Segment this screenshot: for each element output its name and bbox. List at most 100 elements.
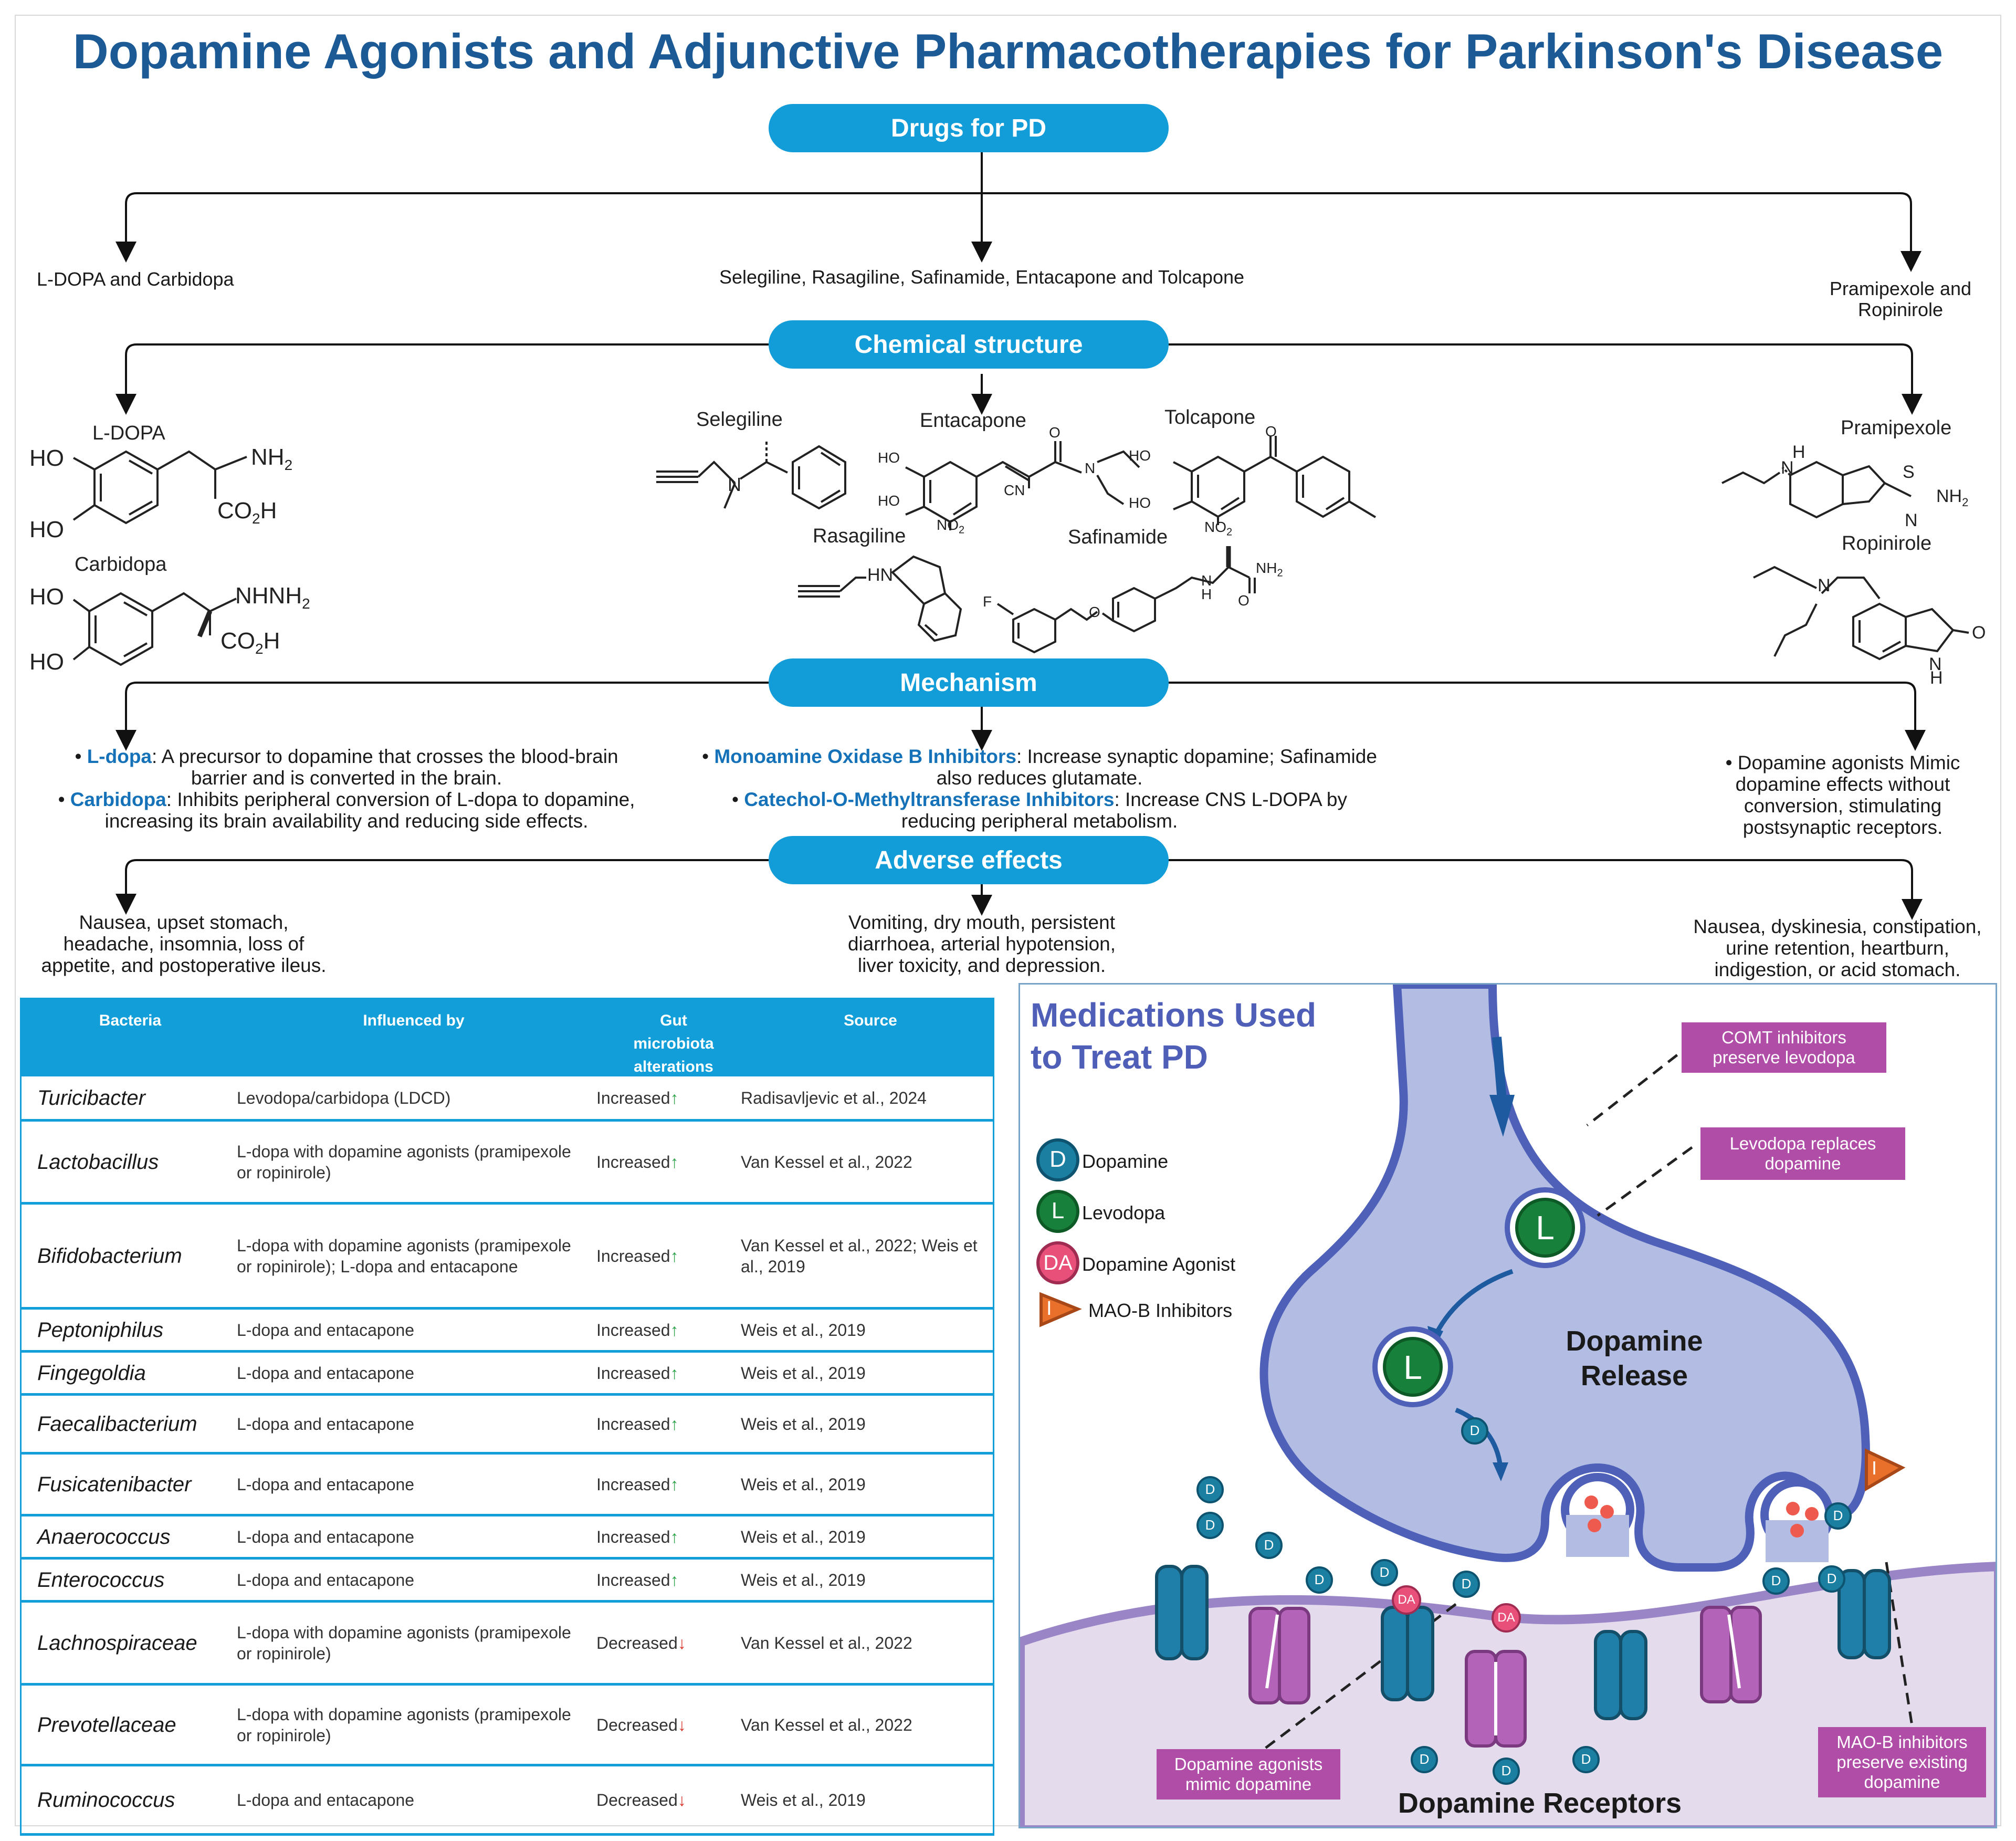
- dopamine-glyph: D: [1205, 1481, 1215, 1497]
- chem-label-ldopa: L-DOPA: [92, 422, 165, 444]
- mech-carbidopa-cont: increasing its brain availability and re…: [104, 810, 589, 832]
- adverse-left-3: appetite, and postoperative ileus.: [41, 955, 327, 976]
- alteration-cell: Increased ↑: [596, 1396, 743, 1452]
- source-cell: Weis et al., 2019: [741, 1560, 988, 1600]
- legend-maob-icon: I: [1046, 1298, 1052, 1320]
- dopamine-glyph: D: [1501, 1763, 1511, 1779]
- th-gut-1: Gut: [660, 1012, 687, 1029]
- chem-label-entacapone: Entacapone: [920, 410, 1026, 432]
- dopamine-glyph: D: [1264, 1537, 1274, 1553]
- pramipexole-nh: NH: [1936, 486, 1962, 506]
- maob-line1: MAO-B inhibitors: [1836, 1732, 1968, 1752]
- arrow-up-icon: ↑: [670, 1246, 679, 1265]
- safinamide-sub2: 2: [1277, 567, 1283, 579]
- safinamide-nh2: NH2: [1256, 560, 1283, 580]
- drugs-right-line1: Pramipexole and: [1829, 278, 1972, 299]
- arrow-down-icon: ↓: [677, 1790, 686, 1809]
- pramipexole-n-ring: N: [1905, 510, 1918, 530]
- mech-comt: • Catechol-O-Methyltransferase Inhibitor…: [732, 789, 1347, 810]
- pramipexole-n: N: [1781, 458, 1794, 478]
- source-cell: Weis et al., 2019: [741, 1516, 988, 1557]
- source-line: Weis et al., 2019: [741, 1570, 866, 1589]
- source-line: Weis et al., 2019: [741, 1527, 866, 1546]
- arrow-up-icon: ↑: [670, 1152, 679, 1171]
- alteration-text: Decreased: [596, 1790, 678, 1809]
- bacteria-name: Enterococcus: [37, 1568, 165, 1592]
- source-line: Van Kessel et al., 2022: [741, 1633, 912, 1652]
- arrow-up-icon: ↑: [670, 1474, 679, 1494]
- influenced-line: L-dopa with dopamine agonists (pramipexo…: [237, 1704, 571, 1724]
- alteration-cell: Increased ↑: [596, 1455, 743, 1514]
- panel-title: Medications Used to Treat PD: [1031, 994, 1316, 1078]
- levodopa-glyph-2: L: [1403, 1348, 1422, 1386]
- entacapone-o: O: [1049, 424, 1060, 441]
- alteration-cell: Increased ↑: [596, 1205, 743, 1307]
- influenced-line: L-dopa and entacapone: [237, 1790, 415, 1809]
- source-line: Weis et al., 2019: [741, 1474, 866, 1494]
- bacteria-cell: Faecalibacterium: [37, 1396, 237, 1452]
- dopamine-glyph: D: [1205, 1517, 1215, 1533]
- maob-glyph: I: [1872, 1457, 1877, 1479]
- carbidopa-co: CO: [220, 628, 255, 654]
- bacteria-cell: Prevotellaceae: [37, 1686, 237, 1764]
- mech-maob-term: Monoamine Oxidase B Inhibitors: [714, 746, 1016, 767]
- bacteria-name: Faecalibacterium: [37, 1412, 197, 1436]
- alteration-text: Increased: [596, 1246, 670, 1265]
- drugs-right-line2: Ropinirole: [1857, 299, 1944, 320]
- legend-dopamine-icon: D: [1049, 1146, 1066, 1172]
- influenced-cell: L-dopa and entacapone: [237, 1516, 594, 1557]
- influenced-cell: L-dopa with dopamine agonists (pramipexo…: [237, 1686, 594, 1764]
- source-line: Van Kessel et al., 2022: [741, 1715, 912, 1734]
- adverse-right-1: Nausea, dyskinesia, constipation,: [1693, 916, 1982, 937]
- ropinirole-o: O: [1972, 623, 1986, 643]
- th-influenced: Influenced by: [363, 1012, 465, 1029]
- dopamine-glyph: D: [1314, 1572, 1325, 1587]
- pill-mechanism: Mechanism: [769, 658, 1169, 707]
- bacteria-cell: Turicibacter: [37, 1076, 237, 1119]
- source-cell: Weis et al., 2019: [741, 1455, 988, 1514]
- safinamide-o-ether: O: [1089, 604, 1100, 620]
- chemical-structures: [72, 436, 1969, 666]
- influenced-line: L-dopa and entacapone: [237, 1570, 415, 1589]
- entacapone-ho-bottom: HO: [878, 493, 900, 509]
- figure-title: Dopamine Agonists and Adjunctive Pharmac…: [72, 24, 1944, 79]
- chem-label-ropinirole: Ropinirole: [1842, 532, 1932, 555]
- alteration-cell: Decreased ↓: [596, 1686, 743, 1764]
- arrow-up-icon: ↑: [670, 1088, 679, 1107]
- mech-carbidopa-term: Carbidopa: [70, 789, 166, 810]
- source-cell: Radisavljevic et al., 2024: [741, 1076, 988, 1119]
- dopamine-glyph: D: [1469, 1422, 1480, 1438]
- ropinirole-h: H: [1930, 668, 1943, 688]
- mech-ldopa: • L-dopa: A precursor to dopamine that c…: [75, 746, 618, 767]
- microbiota-table: Bacteria Influenced by Gut microbiota al…: [20, 998, 994, 1836]
- safinamide-f: F: [983, 593, 992, 610]
- alteration-text: Increased: [596, 1527, 670, 1546]
- carbidopa-sub2: 2: [302, 595, 310, 612]
- ldopa-nh2: NH2: [251, 444, 292, 474]
- levodopa-glyph-1: L: [1536, 1209, 1555, 1247]
- entacapone-ho-top: HO: [878, 449, 900, 466]
- levo-line2: dopamine: [1765, 1154, 1841, 1173]
- dopamine-glyph: D: [1461, 1576, 1472, 1592]
- arrow-up-icon: ↑: [670, 1570, 679, 1589]
- bacteria-cell: Ruminococcus: [37, 1766, 237, 1833]
- chem-label-pramipexole: Pramipexole: [1841, 417, 1952, 439]
- chem-label-carbidopa: Carbidopa: [75, 553, 167, 576]
- source-line: Radisavljevic et al., 2024: [741, 1088, 927, 1107]
- mech-maob: • Monoamine Oxidase B Inhibitors: Increa…: [702, 746, 1377, 767]
- bacteria-name: Fusicatenibacter: [37, 1472, 192, 1496]
- tolcapone-ho-bottom: HO: [1129, 495, 1151, 511]
- alteration-text: Increased: [596, 1363, 670, 1383]
- chem-label-selegiline: Selegiline: [696, 409, 783, 431]
- influenced-line: L-dopa and entacapone: [237, 1527, 415, 1546]
- source-line: Van Kessel et al., 2022; Weis et: [741, 1236, 978, 1255]
- ldopa-ho-top: HO: [29, 445, 64, 471]
- alteration-cell: Decreased ↓: [596, 1603, 743, 1683]
- mech-carbidopa: • Carbidopa: Inhibits peripheral convers…: [58, 789, 635, 810]
- influenced-line: L-dopa with dopamine agonists (pramipexo…: [237, 1142, 571, 1161]
